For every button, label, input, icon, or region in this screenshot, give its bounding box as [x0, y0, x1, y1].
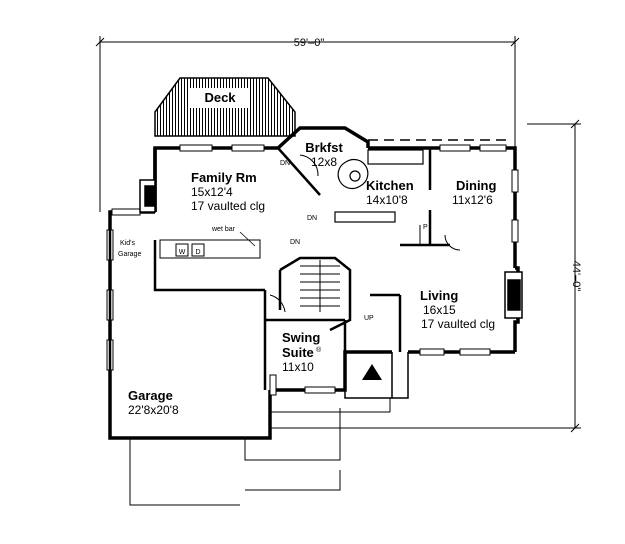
swing-suite-mark: ® [316, 346, 322, 354]
kids-garage-label-1: Kid's [120, 240, 135, 247]
kitchen-island [334, 149, 424, 223]
kids-garage-label-2: Garage [118, 251, 141, 258]
deck-label: Deck [204, 90, 236, 105]
fireplace-living [504, 271, 523, 319]
washer-dryer: W D [179, 249, 201, 256]
swing-suite-size: 11x10 [282, 360, 314, 374]
pantry-label: P [423, 224, 428, 231]
doors [269, 154, 461, 313]
kitchen-label: Kitchen [366, 178, 414, 193]
brkfst-size: 12x8 [311, 155, 337, 169]
dn-label-3: DN [290, 239, 300, 246]
wet-bar-leader [239, 231, 256, 247]
walkway [129, 398, 391, 506]
dining-label: Dining [456, 178, 496, 193]
living-label: Living [420, 288, 458, 303]
fireplace-family [139, 179, 156, 213]
depth-dimension-label: 44'–0" [570, 261, 582, 292]
up-label: UP [364, 315, 374, 322]
dn-label-2: DN [307, 215, 317, 222]
kitchen-size: 14x10'8 [366, 193, 408, 207]
living-note: 17 vaulted clg [421, 317, 495, 331]
washer-label: W [179, 249, 186, 256]
stairs [300, 260, 340, 312]
swing-suite-label: Swing [282, 330, 320, 345]
family-room-label: Family Rm [191, 170, 257, 185]
deck [154, 77, 296, 137]
family-room-note: 17 vaulted clg [191, 199, 265, 213]
wet-bar-counters [159, 239, 261, 259]
family-room-size: 15x12'4 [191, 185, 233, 199]
width-dimension-label: 59'–0" [294, 37, 325, 49]
garage-label: Garage [128, 388, 173, 403]
dimension-width [95, 36, 520, 212]
brkfst-label: Brkfst [305, 140, 343, 155]
interior-walls [108, 147, 450, 438]
swing-suite-label-2: Suite [282, 345, 314, 360]
garage-size: 22'8x20'8 [128, 403, 179, 417]
entry-porch [344, 352, 409, 399]
dn-label-1: DN [280, 160, 290, 167]
dimension-depth [270, 119, 581, 433]
living-size: 16x15 [423, 303, 456, 317]
dryer-label: D [195, 249, 200, 256]
wet-bar-label: wet bar [211, 226, 236, 233]
dining-size: 11x12'6 [452, 193, 493, 207]
